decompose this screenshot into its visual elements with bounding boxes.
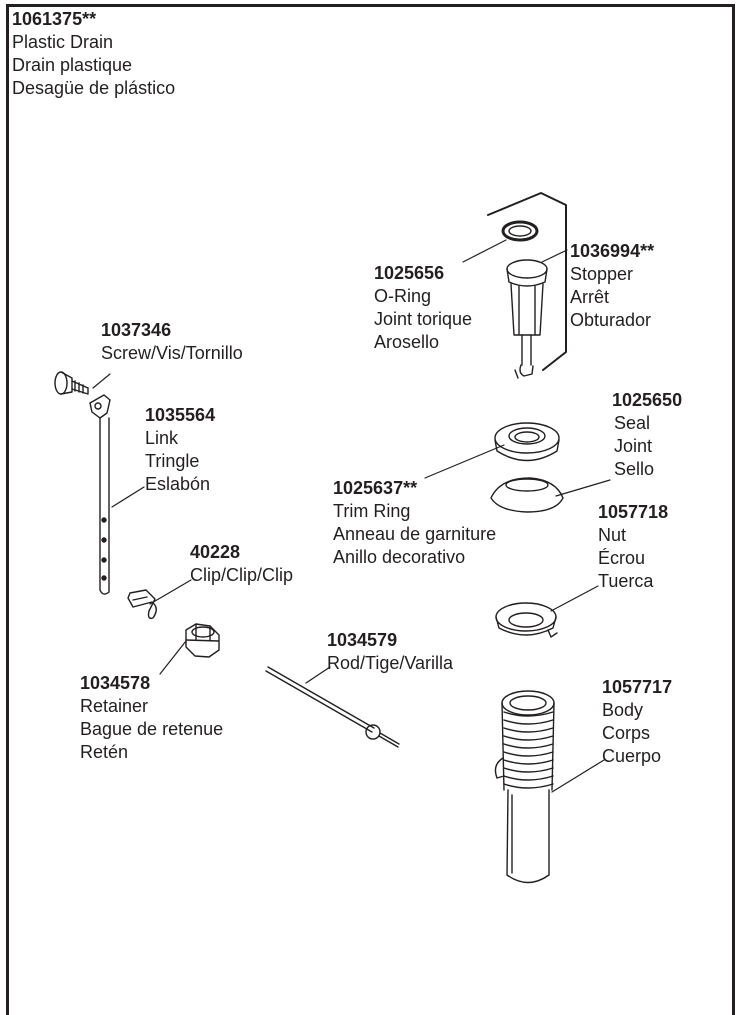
stopper-line-en: Stopper bbox=[570, 264, 634, 284]
retainer-drawing bbox=[185, 623, 220, 658]
seal-drawing bbox=[490, 477, 564, 513]
retainer-line-es: Retén bbox=[80, 742, 129, 762]
o-ring-part-number: 1025656 bbox=[374, 263, 445, 283]
link-callout: 1035564 Link Tringle Eslabón bbox=[145, 404, 215, 496]
seal-line-fr: Joint bbox=[614, 436, 653, 456]
sheet-frame bbox=[6, 4, 735, 1015]
link-drawing bbox=[89, 394, 111, 595]
link-line-es: Eslabón bbox=[145, 474, 211, 494]
body-line-fr: Corps bbox=[602, 723, 651, 743]
clip-line: Clip/Clip/Clip bbox=[190, 565, 294, 585]
rod-line: Rod/Tige/Varilla bbox=[327, 653, 454, 673]
stopper-callout: 1036994** Stopper Arrêt Obturador bbox=[570, 240, 654, 332]
nut-line-es: Tuerca bbox=[598, 571, 654, 591]
nut-callout: 1057718 Nut Écrou Tuerca bbox=[598, 501, 668, 593]
trim-ring-callout: 1025637** Trim Ring Anneau de garniture … bbox=[333, 477, 496, 569]
clip-drawing bbox=[127, 589, 157, 620]
stopper-drawing bbox=[506, 259, 548, 379]
nut-drawing bbox=[495, 602, 558, 638]
seal-line-en: Seal bbox=[614, 413, 651, 433]
o-ring-line-es: Arosello bbox=[374, 332, 440, 352]
rod-part-number: 1034579 bbox=[327, 630, 398, 650]
leader-lines bbox=[92, 239, 611, 793]
stopper-housing-outline bbox=[487, 192, 567, 371]
body-line-es: Cuerpo bbox=[602, 746, 662, 766]
stopper-part-number: 1036994** bbox=[570, 241, 655, 261]
screw-callout: 1037346 Screw/Vis/Tornillo bbox=[101, 319, 243, 365]
clip-part-number: 40228 bbox=[190, 542, 241, 562]
trim-ring-part-number: 1025637** bbox=[333, 478, 418, 498]
trim-ring-line-es: Anillo decorativo bbox=[333, 547, 466, 567]
stopper-line-fr: Arrêt bbox=[570, 287, 610, 307]
clip-callout: 40228 Clip/Clip/Clip bbox=[190, 541, 293, 587]
link-line-en: Link bbox=[145, 428, 179, 448]
screw-line: Screw/Vis/Tornillo bbox=[101, 343, 243, 363]
o-ring-line-fr: Joint torique bbox=[374, 309, 473, 329]
rod-drawing bbox=[265, 666, 400, 748]
retainer-line-en: Retainer bbox=[80, 696, 149, 716]
header-line-en: Plastic Drain bbox=[12, 32, 114, 52]
trim-ring-line-fr: Anneau de garniture bbox=[333, 524, 497, 544]
retainer-callout: 1034578 Retainer Bague de retenue Retén bbox=[80, 672, 223, 764]
stopper-line-es: Obturador bbox=[570, 310, 652, 330]
o-ring-drawing bbox=[501, 220, 539, 242]
body-drawing bbox=[494, 690, 555, 884]
seal-part-number: 1025650 bbox=[612, 390, 683, 410]
header-line-fr: Drain plastique bbox=[12, 55, 133, 75]
header-line-es: Desagüe de plástico bbox=[12, 78, 176, 98]
trim-ring-drawing bbox=[494, 422, 560, 462]
seal-line-es: Sello bbox=[614, 459, 655, 479]
header-part-number: 1061375** bbox=[12, 9, 97, 29]
body-part-number: 1057717 bbox=[602, 677, 673, 697]
rod-callout: 1034579 Rod/Tige/Varilla bbox=[327, 629, 453, 675]
body-callout: 1057717 Body Corps Cuerpo bbox=[602, 676, 672, 768]
o-ring-line-en: O-Ring bbox=[374, 286, 432, 306]
link-part-number: 1035564 bbox=[145, 405, 216, 425]
nut-line-fr: Écrou bbox=[598, 548, 646, 568]
o-ring-callout: 1025656 O-Ring Joint torique Arosello bbox=[374, 262, 472, 354]
nut-line-en: Nut bbox=[598, 525, 627, 545]
trim-ring-line-en: Trim Ring bbox=[333, 501, 411, 521]
seal-callout: 1025650 Seal Joint Sello bbox=[612, 389, 682, 481]
screw-drawing bbox=[54, 371, 89, 395]
screw-part-number: 1037346 bbox=[101, 320, 172, 340]
nut-part-number: 1057718 bbox=[598, 502, 669, 522]
body-line-en: Body bbox=[602, 700, 644, 720]
link-line-fr: Tringle bbox=[145, 451, 200, 471]
retainer-line-fr: Bague de retenue bbox=[80, 719, 224, 739]
header-callout: 1061375** Plastic Drain Drain plastique … bbox=[12, 8, 175, 100]
retainer-part-number: 1034578 bbox=[80, 673, 151, 693]
